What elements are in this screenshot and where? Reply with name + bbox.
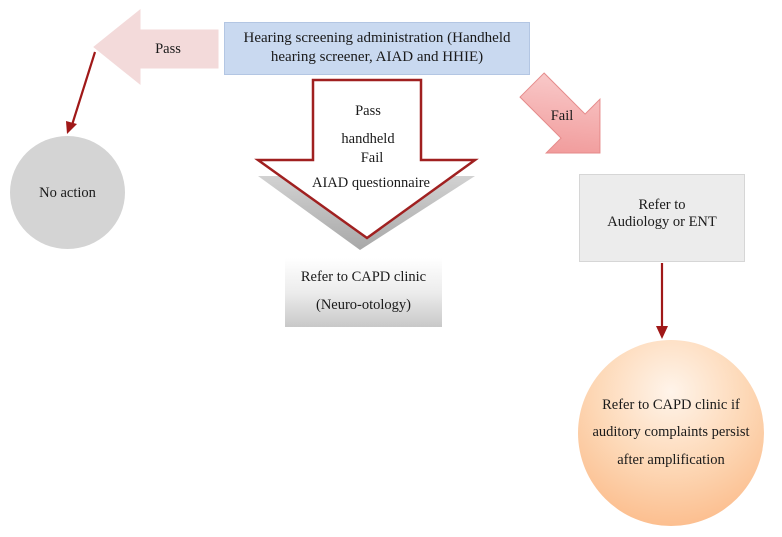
down-arrow bbox=[254, 78, 479, 240]
hearing-screening-line-1: Hearing screening administration (Handhe… bbox=[243, 30, 511, 46]
no-action-circle bbox=[10, 136, 125, 249]
hearing-screening-box: Hearing screening administration (Handhe… bbox=[224, 22, 530, 75]
audiology-line-2: Audiology or ENT bbox=[607, 214, 717, 230]
down-arrow-fail-label: Fail bbox=[360, 150, 384, 166]
final-circle-line-3: after amplification bbox=[617, 452, 725, 468]
hearing-screening-line-2: hearing screener, AIAD and HHIE) bbox=[270, 49, 484, 65]
audiology-ent-box bbox=[579, 174, 745, 262]
down-arrow-pass-label: Pass bbox=[355, 103, 381, 119]
capd-clinic-box bbox=[285, 258, 442, 327]
audiology-line-1: Refer to bbox=[638, 197, 686, 213]
fail-arrow-label: Fail bbox=[550, 108, 574, 124]
capd-if-persist-circle bbox=[578, 340, 764, 526]
pass-arrow bbox=[93, 8, 219, 86]
connector-to-final-circle bbox=[656, 263, 668, 339]
down-arrow-handheld-label: handheld bbox=[341, 131, 395, 147]
down-arrow-aiad-label: AIAD questionnaire bbox=[312, 175, 430, 191]
pass-arrow-label: Pass bbox=[155, 41, 181, 57]
final-circle-line-1: Refer to CAPD clinic if bbox=[602, 397, 740, 413]
connector-to-no-action bbox=[66, 51, 97, 134]
capd-clinic-line-1: Refer to CAPD clinic bbox=[300, 269, 427, 285]
fail-arrow bbox=[519, 72, 601, 154]
capd-clinic-line-2: (Neuro-otology) bbox=[315, 297, 412, 313]
no-action-label: No action bbox=[39, 185, 96, 201]
final-circle-line-2: auditory complaints persist bbox=[592, 424, 750, 440]
